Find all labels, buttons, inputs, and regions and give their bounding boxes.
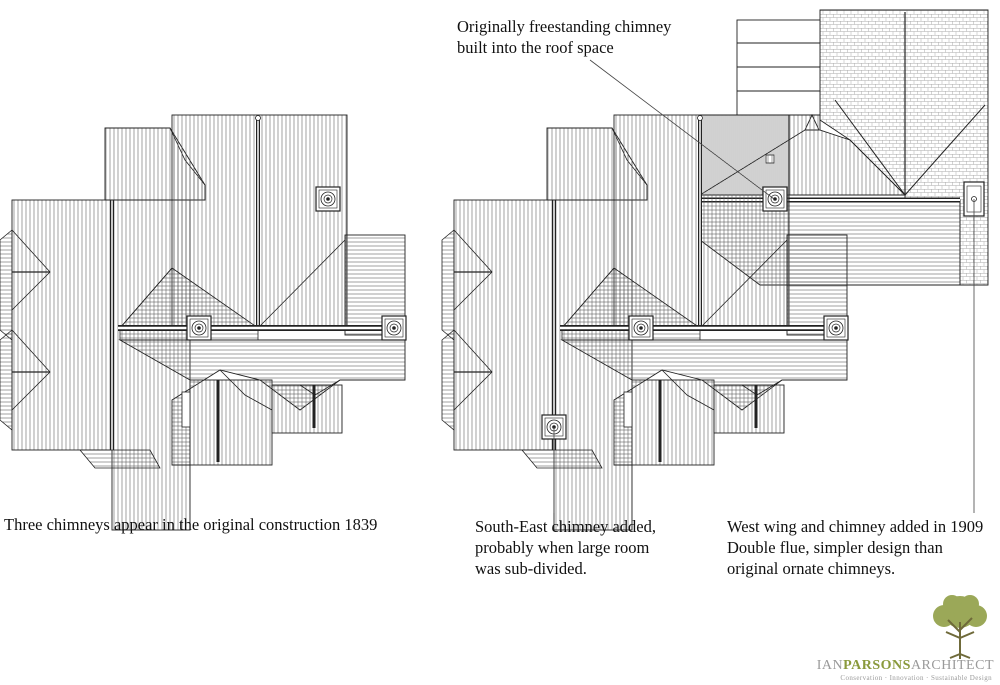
chimney-central-ornate — [186, 315, 212, 341]
architect-logo: IANPARSONSARCHITECT Conservation · Innov… — [804, 592, 1000, 685]
chimney-north-ornate — [315, 186, 341, 212]
tree-logo-icon — [933, 595, 987, 659]
chimney-central-ornate — [628, 315, 654, 341]
annotation-leaders — [553, 59, 975, 513]
chimney-freestanding-ornate — [762, 186, 788, 212]
current-roof-plan — [442, 9, 989, 530]
logo-tagline: Conservation · Innovation · Sustainable … — [840, 674, 992, 682]
chimney-east-ornate — [823, 315, 849, 341]
original-roof-plan — [0, 115, 406, 530]
caption-freestanding-chimney: Originally freestanding chimney built in… — [457, 17, 672, 57]
logo-wordmark: IANPARSONSARCHITECT — [816, 658, 994, 673]
caption-west-wing: West wing and chimney added in 1909 Doub… — [727, 517, 984, 578]
caption-original-construction: Three chimneys appear in the original co… — [4, 515, 378, 534]
caption-south-east-chimney: South-East chimney added, probably when … — [475, 517, 657, 578]
chimney-east-ornate — [381, 315, 407, 341]
